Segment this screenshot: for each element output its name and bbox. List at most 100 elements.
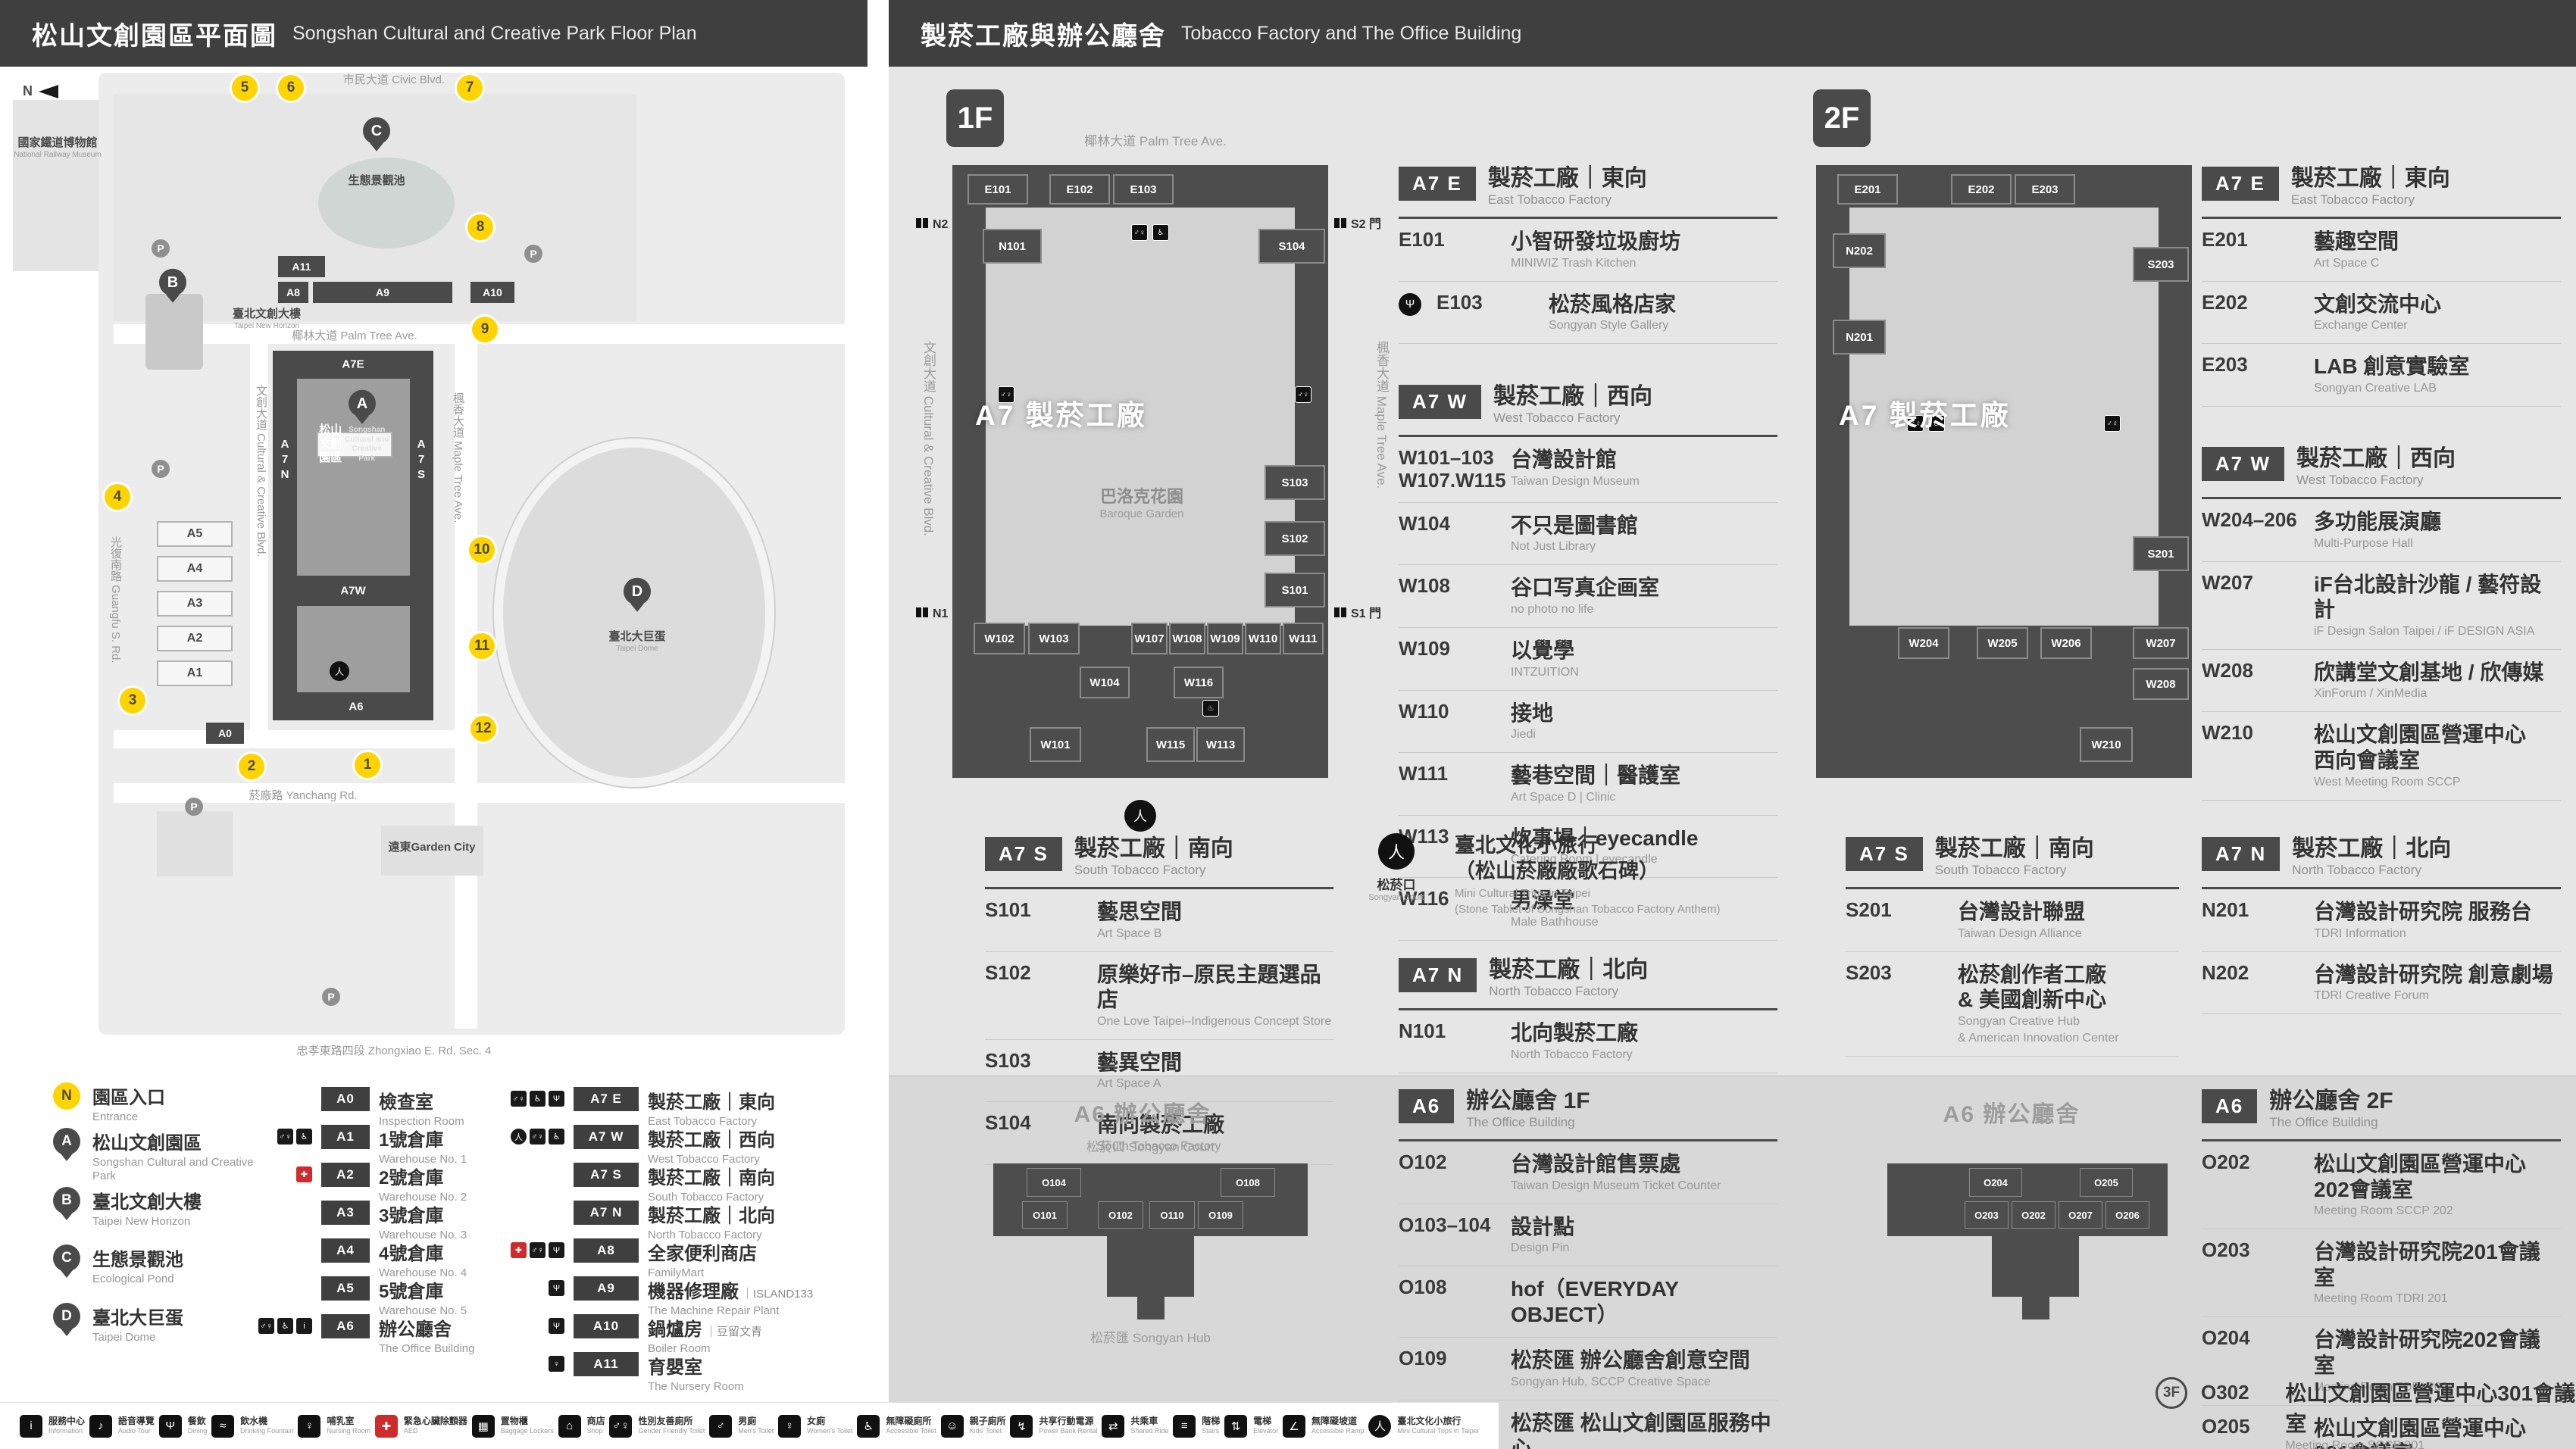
legend-marker: C: [53, 1244, 80, 1272]
section-badge: A7 S: [1846, 836, 1923, 871]
map-label-a7e: A7E: [342, 358, 364, 371]
room-name-zh: 台灣設計館售票處: [1511, 1152, 1681, 1176]
room-code: O204: [2202, 1326, 2299, 1350]
room-name-zh: 炊事場｜eyecandle: [1511, 826, 1699, 850]
services-items: i 服務中心 Information ♪ 語音導覽 Audio Tour Ψ 餐…: [20, 1414, 1479, 1438]
services-legend: i 服務中心 Information ♪ 語音導覽 Audio Tour Ψ 餐…: [0, 1402, 1499, 1449]
service-label: 商店 Shop: [587, 1416, 605, 1435]
room-name-zh: 藝思空間: [1097, 900, 1183, 923]
room-name-en: West Meeting Room SCCP: [2314, 775, 2461, 789]
dining-icon: Ψ: [158, 1414, 182, 1438]
accessible-ramp-icon: ∠: [1282, 1414, 1305, 1438]
legend-building-code: A2: [321, 1163, 370, 1187]
park-map: N A7E: [0, 67, 868, 1070]
area-label-en: Taipei New Horizon: [233, 321, 300, 330]
area-label-zh: 臺北文創大樓: [232, 308, 302, 320]
service-label: 語音導覽 Audio Tour: [118, 1416, 155, 1435]
room-box: O108: [1221, 1168, 1275, 1197]
legend-building-en: The Office Building: [379, 1342, 475, 1355]
elevator-icon: ⇅: [1224, 1414, 1248, 1438]
legend-building-row: A7 S 製菸工廠｜南向 South Tobacco Factory: [481, 1163, 778, 1204]
room-code: W110: [1399, 700, 1496, 723]
legend-building-code: A1: [321, 1125, 370, 1149]
service-label-en: Information: [48, 1427, 83, 1435]
entrance-number-badge: 11: [469, 633, 495, 659]
lockers-icon: ▦: [471, 1414, 495, 1438]
room-code-line1: E201: [2202, 228, 2248, 251]
map-label-a7s: A7S: [414, 438, 428, 483]
room-name-en: Meeting Room SCCP 301: [2285, 1439, 2425, 1449]
floor1-diagram: 椰林大道 Palm Tree Ave. 文創大道 Cultural & Crea…: [913, 114, 1398, 841]
room-name-en: Taiwan Design Museum: [1511, 474, 1640, 488]
legend-building-en: The Machine Repair Plant: [648, 1304, 780, 1317]
service-label-zh: 男廁: [738, 1416, 757, 1427]
info-icon: i: [296, 1318, 312, 1334]
entrance-number-badge: 9: [472, 317, 498, 342]
aed-icon: ✚: [511, 1242, 527, 1258]
entrance-number-badge: 8: [467, 214, 493, 240]
room-box: O110: [1149, 1201, 1195, 1229]
room-code: E203: [2202, 353, 2299, 376]
room-name-en: TDRI Information: [2314, 926, 2406, 940]
room-box: W115: [1146, 727, 1195, 762]
room-name-zh: iF台北設計沙龍 / 藝符設計: [2314, 572, 2542, 622]
dining-icon: Ψ: [549, 1280, 564, 1296]
map-label-a11: A11: [278, 256, 325, 277]
room-code-line2: W107.W115: [1399, 468, 1506, 492]
toilet-icon: ♂♀: [530, 1129, 546, 1145]
a6-diagram-title-1f: A6 辦公廳舍: [1074, 1102, 1211, 1127]
toilet-icon: ♂♀: [1295, 386, 1311, 403]
legend-building-text: 1號倉庫 Warehouse No. 1: [379, 1125, 467, 1166]
room-name: 松山文創園區營運中心201會議室Meeting Room SCCP 201: [2314, 1416, 2561, 1449]
entrance-number-badge: 7: [457, 75, 483, 101]
legend-building-code: A0: [321, 1087, 370, 1111]
legend-building-text: 鍋爐房｜豆留文青 Boiler Room: [648, 1314, 762, 1356]
room-box: S102: [1265, 521, 1325, 556]
room-code: O102: [1399, 1151, 1496, 1174]
room-box: S203: [2133, 247, 2189, 282]
building-title: A7 製菸工廠: [1839, 400, 2011, 431]
area-label-en: Songshan Cultural and Creative Park: [345, 426, 389, 463]
toilet-icon: ♂♀: [998, 386, 1014, 403]
legend-building-zh: 製菸工廠｜北向: [648, 1206, 775, 1226]
room-name-zh: 台灣設計館: [1511, 448, 1618, 471]
service-label-en: Power Bank Rental: [1039, 1427, 1098, 1435]
room-name-zh: 藝異空間: [1097, 1050, 1183, 1074]
entrance-number-badge: 10: [469, 537, 495, 563]
room-box: W204: [1898, 627, 1949, 659]
legend-place-text: 松山文創園區 Songshan Cultural and Creative Pa…: [92, 1128, 258, 1183]
room-name-en: Catering Room | eyecandle: [1511, 853, 1658, 867]
door-icon: [916, 607, 928, 617]
legend-building-en: Warehouse No. 4: [379, 1266, 467, 1279]
room-name-en: Not Just Library: [1511, 540, 1596, 554]
kids-toilet-icon: ☺: [940, 1414, 964, 1438]
room-code-line1: E203: [2202, 353, 2248, 376]
room-code: O202: [2202, 1151, 2299, 1174]
service-label: 親子廁所 Kids' Toilet: [970, 1416, 1006, 1435]
legend-building-en: Warehouse No. 2: [379, 1191, 467, 1204]
service-item: Ψ 餐飲 Dining: [158, 1414, 207, 1438]
legend-place-en: Entrance: [92, 1110, 139, 1123]
street-label: 菸廠路 Yanchang Rd.: [249, 789, 358, 802]
legend-row-icons: [242, 1238, 312, 1242]
door-icon: [916, 217, 928, 228]
